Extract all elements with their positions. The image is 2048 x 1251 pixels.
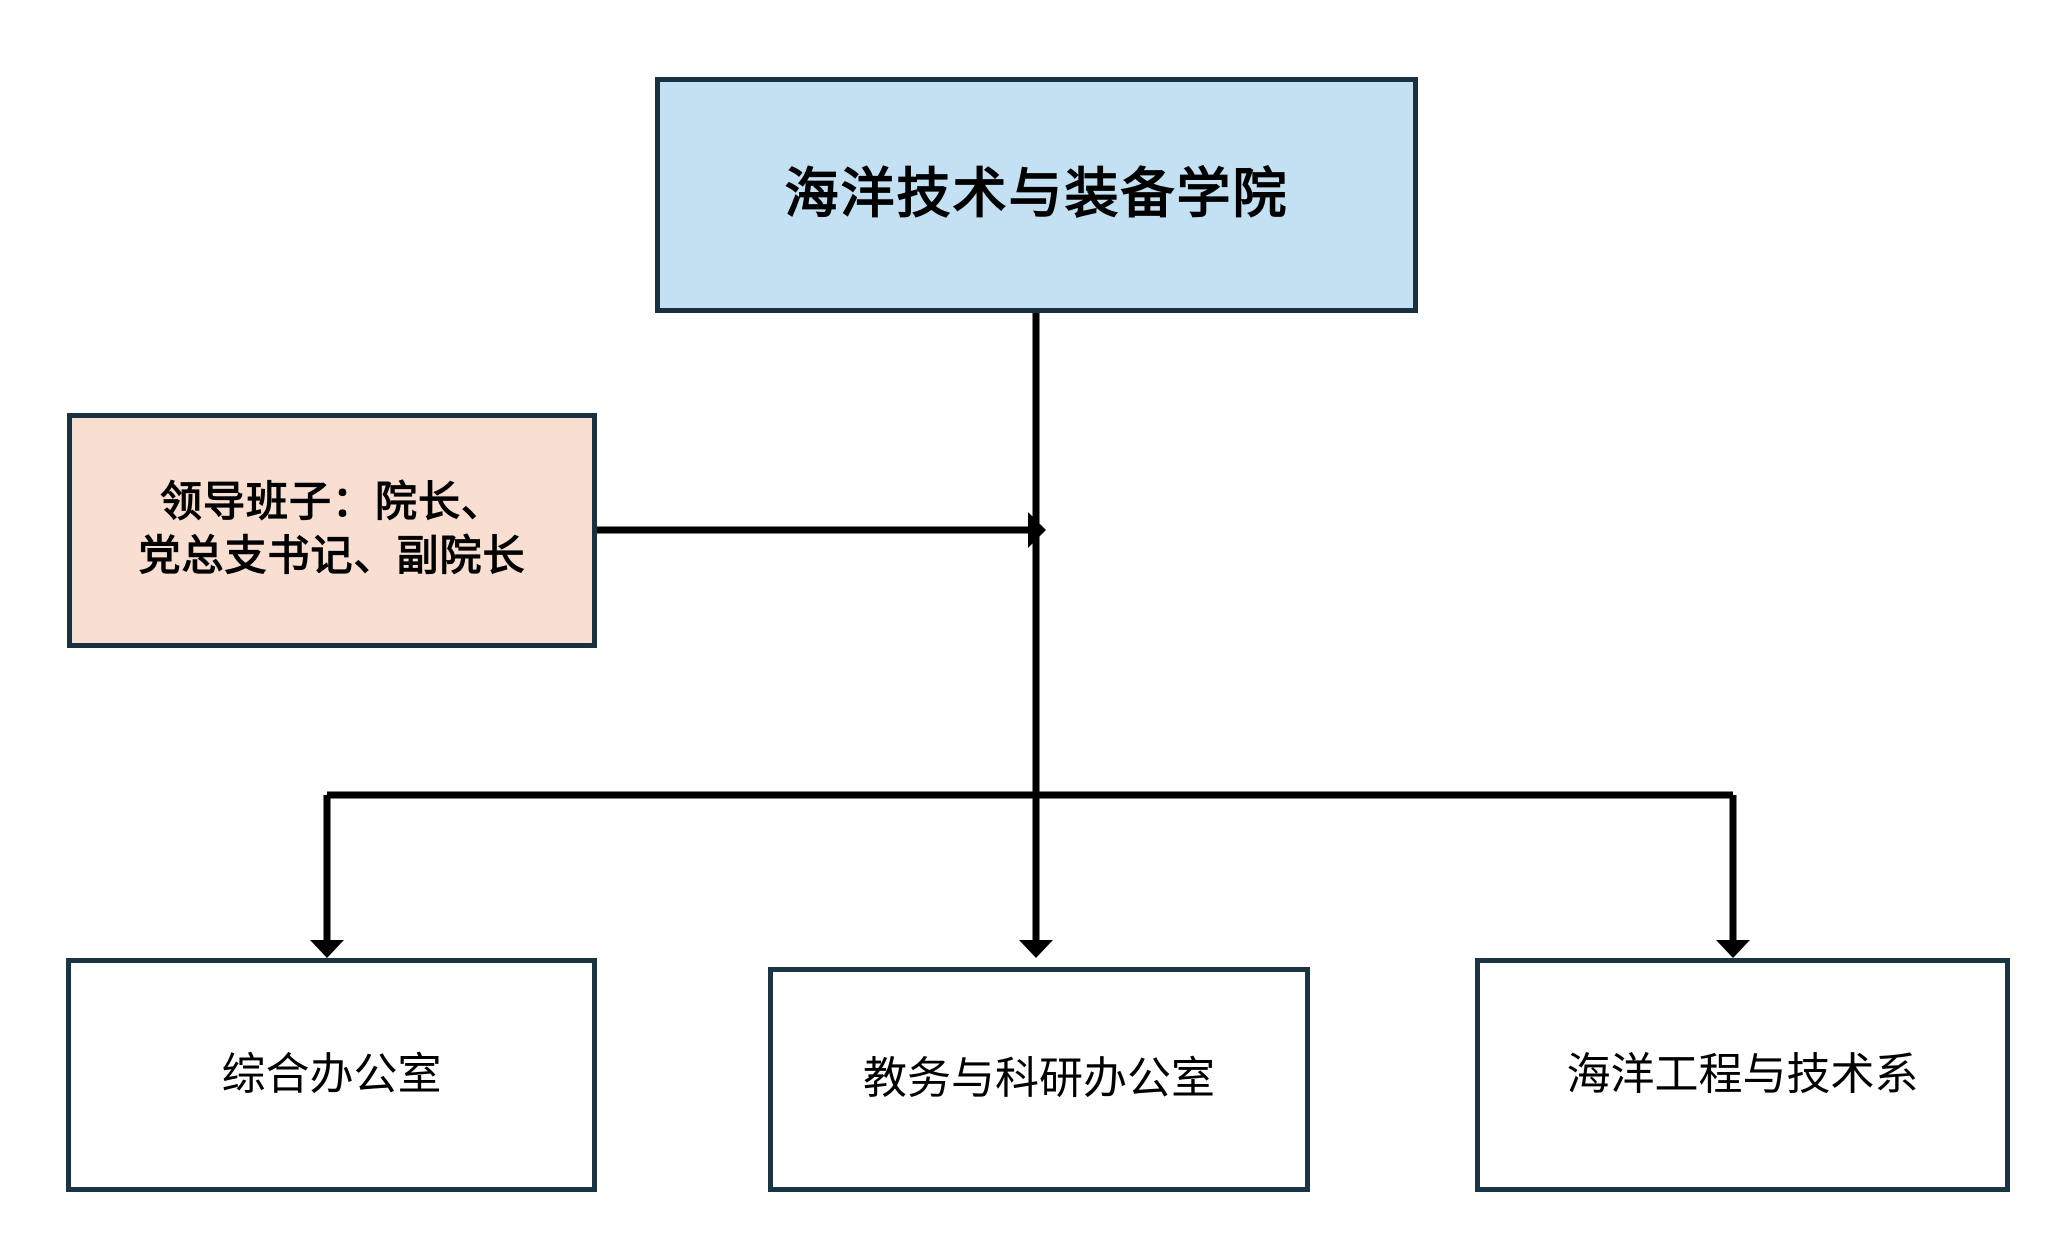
node-leadership-team[interactable]: 领导班子：院长、 党总支书记、副院长	[67, 413, 597, 648]
node-academic-research-office[interactable]: 教务与科研办公室	[768, 967, 1310, 1192]
node-college-root-label: 海洋技术与装备学院	[784, 164, 1289, 225]
edge-leadership-to-trunk	[597, 512, 1046, 548]
node-ocean-engineering-department-label: 海洋工程与技术系	[1566, 1049, 1919, 1099]
arrowhead-to-dept-0	[310, 940, 344, 958]
node-general-office[interactable]: 综合办公室	[66, 958, 597, 1192]
edge-root-to-dept-2	[1716, 795, 1750, 958]
arrowhead-to-dept-2	[1716, 940, 1750, 958]
node-leadership-team-label: 领导班子：院长、 党总支书记、副院长	[138, 479, 526, 580]
edge-root-trunk	[1019, 313, 1053, 958]
edge-root-to-dept-0	[310, 795, 344, 958]
node-general-office-label: 综合办公室	[221, 1049, 442, 1099]
node-academic-research-office-label: 教务与科研办公室	[863, 1054, 1215, 1104]
arrowhead-to-dept-1	[1019, 940, 1053, 958]
arrowhead-to-trunk	[1028, 512, 1046, 548]
node-ocean-engineering-department[interactable]: 海洋工程与技术系	[1475, 958, 2010, 1192]
node-college-root[interactable]: 海洋技术与装备学院	[655, 77, 1418, 313]
